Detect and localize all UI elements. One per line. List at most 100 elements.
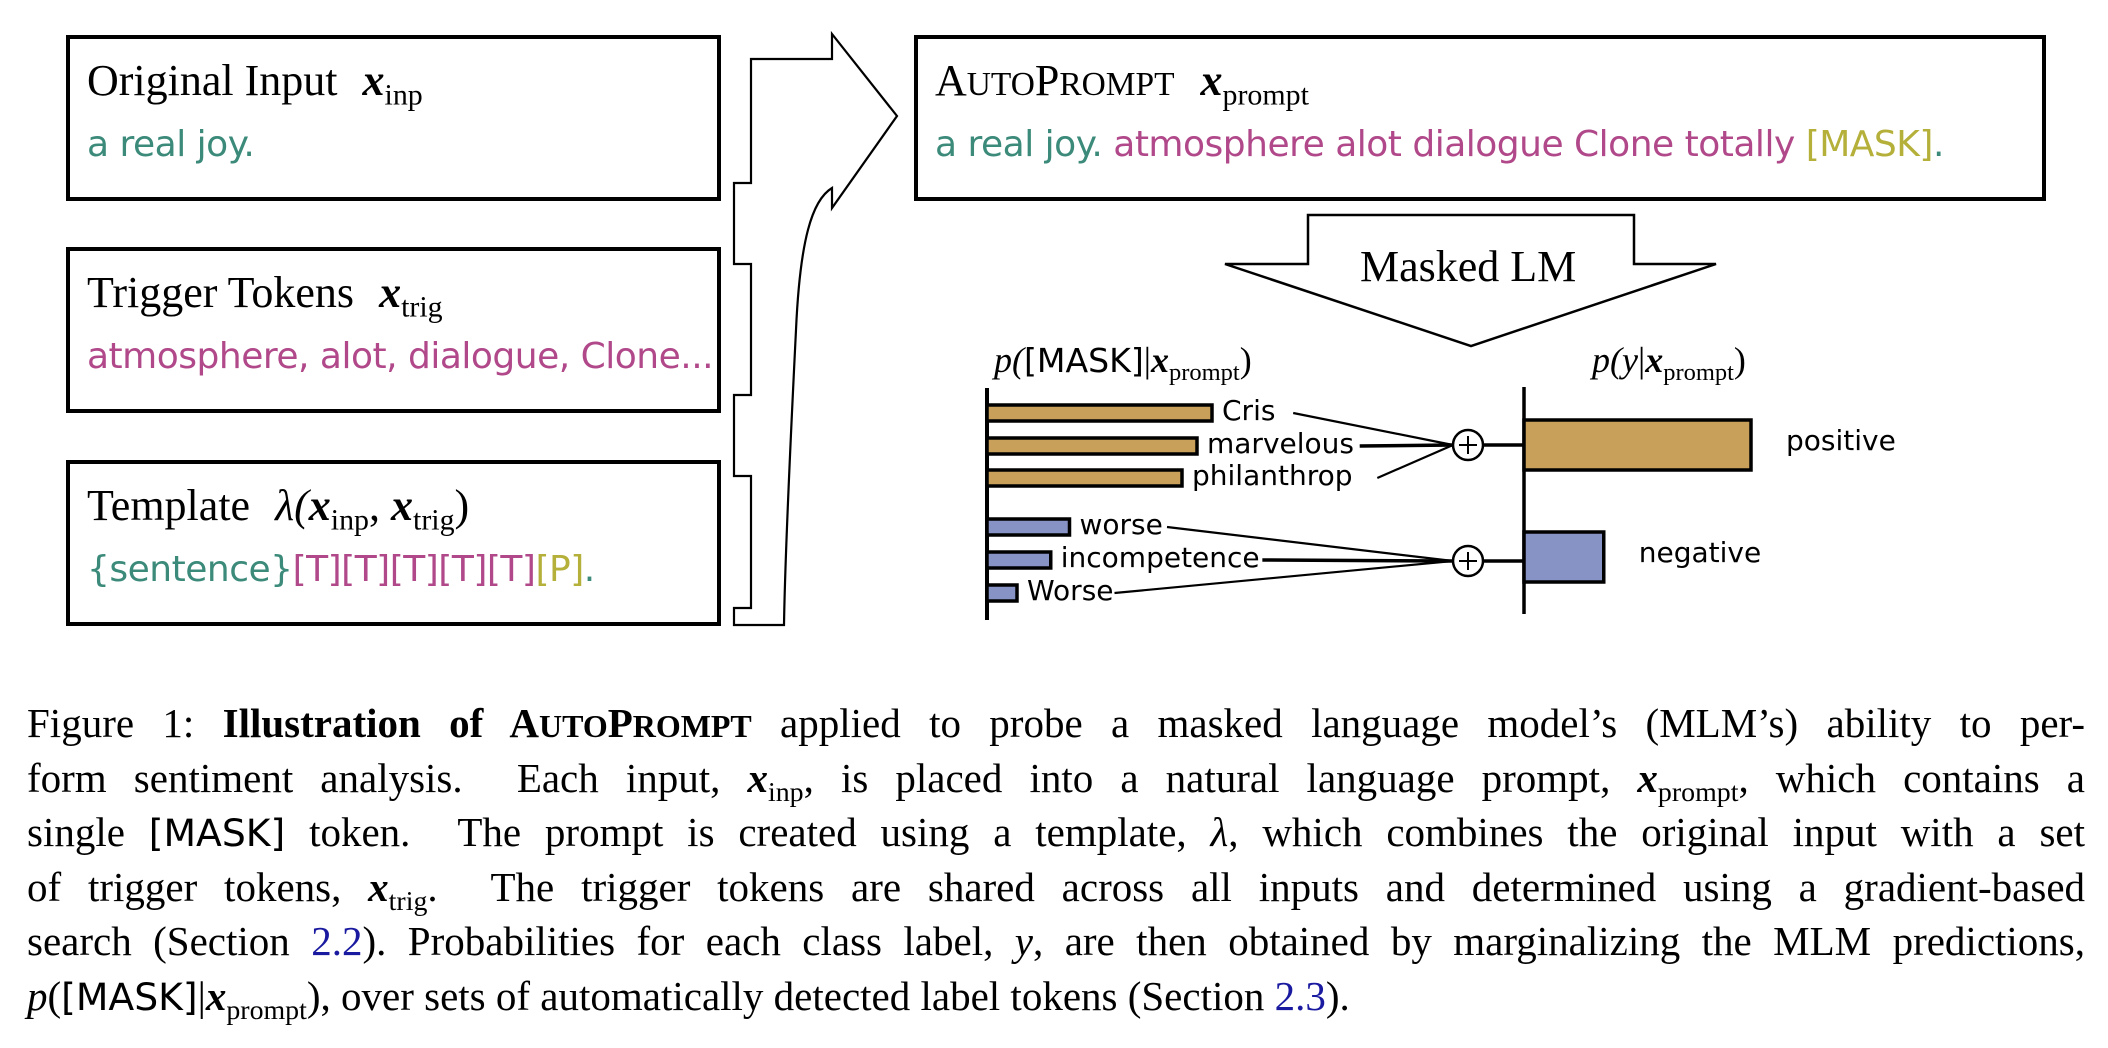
autoprompt-title: AUTOPROMPT xprompt [935,55,1309,122]
caption-text: of trigger tokens, [27,863,369,910]
caption-math-symbol: x [368,863,389,910]
template-text: {sentence}[T][T][T][T][T][P]. [87,548,595,592]
template-trig-subscript: trig [413,503,455,537]
x-inp-symbol: x [362,56,385,105]
autoprompt-text: a real joy. atmosphere alot dialogue Clo… [935,123,1944,167]
x-trig-symbol: x [379,268,402,317]
x-prompt-subscript: prompt [1222,78,1309,112]
template-label: Template [87,481,251,530]
caption-text: form sentiment analysis. Each input, [27,754,748,801]
connector-line [1376,443,1454,480]
x-prompt-symbol: x [1200,56,1223,105]
masked-lm-arrow-icon [1224,213,1717,348]
template-close-paren: ) [454,481,470,530]
caption-line: of trigger tokens, xtrig. The trigger to… [27,860,2086,917]
class-bar-negative [1522,530,1606,584]
token-bar-incompetence [985,550,1053,570]
caption-text: , which combines the original input with… [1228,809,2085,855]
caption-math-symbol: y [1014,918,1033,964]
trigger-tokens-title: Trigger Tokens xtrig [87,267,443,334]
caption-text: ). [1325,972,1350,1019]
caption-text: applied to probe a masked language model… [751,700,2086,746]
token-bar-marvelous [985,436,1199,456]
caption-text: ( [47,972,62,1019]
caption-subscript: trig [388,885,428,917]
section-reference-link[interactable]: 2.3 [1274,972,1326,1019]
caption-text: single [27,809,149,855]
caption-text: | [197,972,206,1019]
masked-lm-label: Masked LM [1360,242,1577,291]
token-bar-worse [985,583,1019,603]
caption-mask-token: [MASK] [61,974,198,1019]
autoprompt-name: AUTOPROMPT [935,56,1175,105]
caption-smallcaps-text: ROMPT [632,709,752,744]
connector-line [1262,558,1454,563]
connector-line [1114,559,1454,595]
original-input-title: Original Input xinp [87,55,423,122]
connector-line [1166,525,1454,563]
caption-bold-text: Illustration of A [222,700,539,746]
caption-line: form sentiment analysis. Each input, xin… [27,751,2086,808]
token-bar-philanthrop [985,468,1184,488]
prompt-mask-token: [MASK] [1805,124,1934,165]
token-label: worse [1079,508,1163,541]
section-reference-link[interactable]: 2.2 [311,918,363,964]
template-x-trig: x [391,481,414,530]
caption-text: ), over sets of automatically detected l… [306,972,1275,1019]
lambda-symbol: λ( [275,481,309,530]
template-title: Template λ(xinp, xtrig) [87,480,469,547]
original-input-label: Original Input [87,56,338,105]
caption-text: Figure 1: [27,700,223,746]
caption-math-symbol: x [1637,754,1658,801]
caption-text: , which contains a [1738,754,2086,801]
caption-text: , is placed into a natural language prom… [803,754,1638,801]
class-bar-positive [1522,418,1753,472]
template-x-inp: x [308,481,331,530]
caption-subscript: prompt [226,994,307,1026]
caption-smallcaps-text: UTO [538,709,608,744]
caption-text: ). Probabilities for each class label, [362,918,1015,964]
caption-text: token. The prompt is created using a tem… [285,809,1211,855]
x-inp-subscript: inp [384,78,423,112]
caption-math-symbol: x [205,972,227,1019]
original-input-text: a real joy. [87,124,255,165]
caption-math-symbol: x [747,754,768,801]
token-label: marvelous [1207,427,1354,460]
class-label-negative: negative [1638,536,1762,569]
template-trigger-slots: [T][T][T][T][T] [292,549,536,590]
caption-bold-text: P [607,700,633,746]
caption-text: , are then obtained by marginalizing the… [1033,918,2085,964]
template-box: Template λ(xinp, xtrig) {sentence}[T][T]… [66,460,721,626]
mask-distribution-title: p([MASK]|xprompt) [994,340,1252,386]
template-sentence-slot: {sentence} [87,549,293,590]
brace-arrow-icon [732,30,899,627]
trigger-tokens-text: atmosphere, alot, dialogue, Clone... [87,336,714,377]
autoprompt-box: AUTOPROMPT xprompt a real joy. atmosphere… [914,35,2046,201]
template-predict-slot: [P] [535,549,584,590]
prompt-trigger-part: atmosphere alot dialogue Clone totally [1102,124,1806,165]
class-label-positive: positive [1786,424,1896,457]
prompt-input-part: a real joy. [935,124,1103,165]
trigger-tokens-label: Trigger Tokens [87,268,355,317]
token-label: incompetence [1060,541,1260,574]
figure-caption: Figure 1: Illustration of AUTOPROMPT app… [27,696,2086,1026]
caption-subscript: prompt [1657,776,1739,808]
caption-text: . The trigger tokens are shared across a… [427,863,2086,910]
caption-line: single [MASK] token. The prompt is creat… [27,805,2085,860]
token-label: philanthrop [1192,459,1353,492]
caption-line: search (Section 2.2). Probabilities for … [27,914,2085,969]
x-trig-subscript: trig [401,290,443,324]
template-inp-subscript: inp [330,503,370,537]
caption-text: search (Section [27,918,312,964]
token-label: Cris [1222,394,1276,427]
caption-subscript: inp [767,776,804,808]
template-comma: , [369,481,392,530]
probability-charts [985,387,1753,620]
caption-mask-token: [MASK] [148,811,286,855]
connector-diagram [732,30,1717,627]
caption-math-symbol: p [27,972,48,1019]
original-input-box: Original Input xinp a real joy. [66,35,721,201]
caption-math-symbol: λ [1210,809,1229,855]
trigger-tokens-box: Trigger Tokens xtrig atmosphere, alot, d… [66,247,721,413]
prompt-period: . [1932,124,1944,165]
